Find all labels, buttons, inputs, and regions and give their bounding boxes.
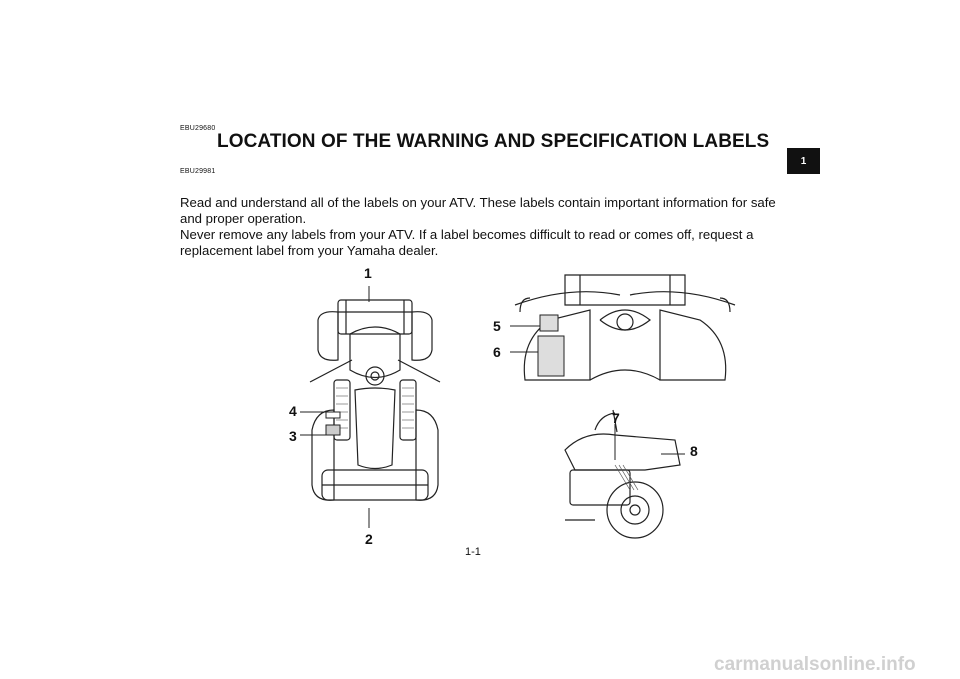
atv-top-view-illustration (300, 286, 441, 528)
callout-1: 1 (364, 265, 372, 281)
callout-8: 8 (690, 443, 698, 459)
callout-7: 7 (612, 410, 620, 426)
warning-paragraph: Never remove any labels from your ATV. I… (180, 227, 754, 259)
atv-front-view-illustration (510, 274, 736, 381)
callout-2: 2 (365, 531, 373, 547)
document-code-top: EBU29680 (180, 125, 216, 132)
site-watermark: carmanualsonline.info (714, 654, 916, 675)
intro-paragraph: Read and understand all of the labels on… (180, 195, 776, 227)
callout-4: 4 (289, 403, 297, 419)
callout-3: 3 (289, 428, 297, 444)
atv-side-view-illustration (564, 409, 685, 539)
chapter-tab: 1 (787, 148, 820, 174)
callout-6: 6 (493, 344, 501, 360)
document-code-sub: EBU29981 (180, 168, 216, 175)
page-title: LOCATION OF THE WARNING AND SPECIFICATIO… (217, 131, 770, 152)
page-number: 1-1 (465, 546, 481, 558)
callout-5: 5 (493, 318, 501, 334)
